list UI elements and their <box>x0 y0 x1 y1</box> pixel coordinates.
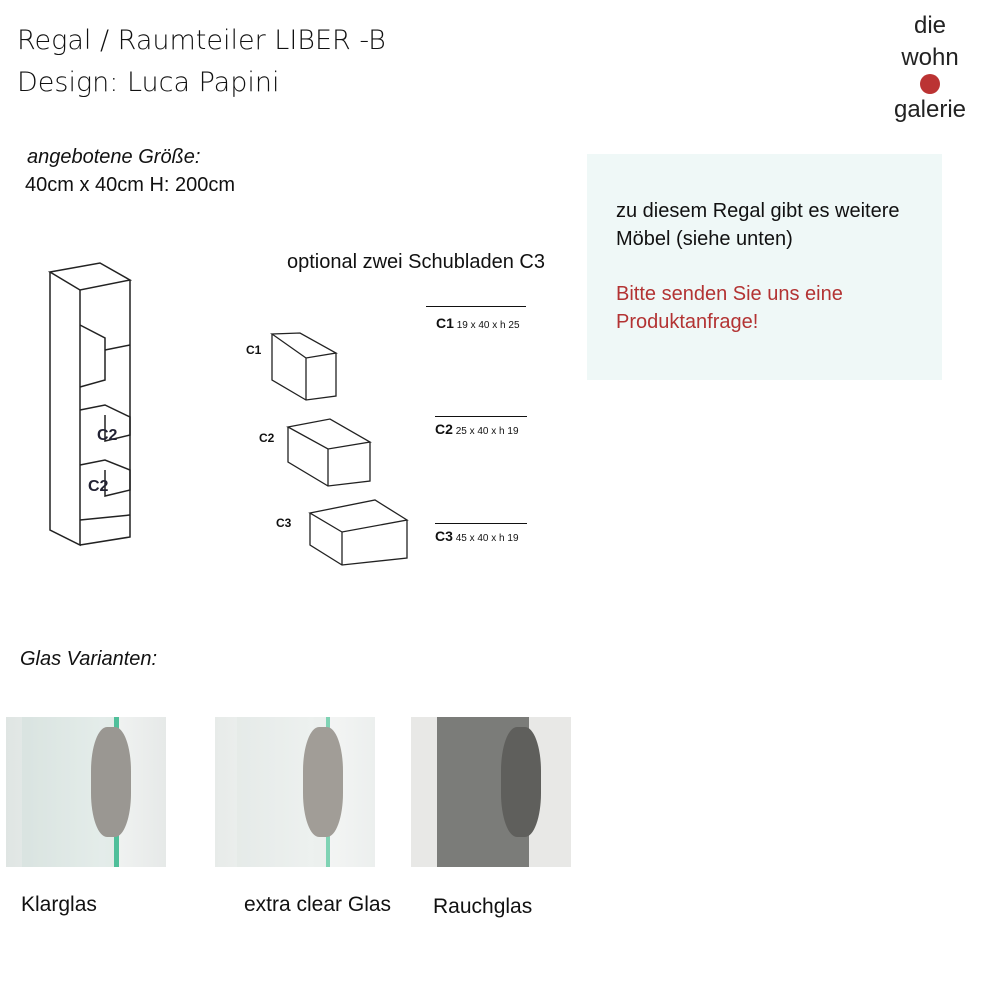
drawer-drawings <box>270 332 409 566</box>
drawer-code: C1 <box>246 343 262 357</box>
glass-label: Klarglas <box>21 893 97 916</box>
drawers-heading: optional zwei Schubladen C3 <box>287 251 545 273</box>
spec-code: C2 <box>435 421 453 437</box>
logo-line: die <box>913 12 947 39</box>
spec-code: C1 <box>436 315 454 331</box>
info-text: zu diesem Regal gibt es weitere Möbel (s… <box>616 200 900 250</box>
logo-dot <box>920 74 940 94</box>
designer: Design: Luca Papini <box>17 67 280 98</box>
glass-image-klarglas <box>6 717 166 867</box>
spec-dims: 25 x 40 x h 19 <box>455 426 519 437</box>
glass-label: Rauchglas <box>433 895 533 918</box>
info-box: zu diesem Regal gibt es weitere Möbel (s… <box>587 154 942 380</box>
drawer-spec-c3: C3 45 x 40 x h 19 <box>435 523 527 544</box>
product-title: Regal / Raumteiler LIBER -B <box>17 25 386 56</box>
glass-label: extra clear Glas <box>244 893 392 916</box>
spec-dims: 45 x 40 x h 19 <box>455 533 519 544</box>
logo: die wohn galerie <box>880 10 980 126</box>
glass-image-rauchglas <box>411 717 571 867</box>
drawer-code: C3 <box>276 516 292 530</box>
drawer-spec-c1: C1 19 x 40 x h 25 <box>426 306 526 331</box>
shelf-drawing <box>47 262 133 547</box>
shelf-drawer-label: C2 <box>97 427 118 444</box>
shelf-drawer-label: C2 <box>88 478 109 495</box>
inquiry-cta[interactable]: Bitte senden Sie uns eine Produktanfrage… <box>616 283 843 333</box>
glass-heading: Glas Varianten: <box>20 648 158 670</box>
size-label: angebotene Größe: <box>27 146 201 168</box>
size-value: 40cm x 40cm H: 200cm <box>25 174 236 196</box>
spec-dims: 19 x 40 x h 25 <box>456 320 520 331</box>
spec-code: C3 <box>435 528 453 544</box>
logo-line: wohn <box>901 44 959 71</box>
drawer-spec-c2: C2 25 x 40 x h 19 <box>435 416 527 437</box>
drawer-code: C2 <box>259 431 275 445</box>
logo-line: galerie <box>893 96 967 123</box>
glass-image-extra-clear <box>215 717 375 867</box>
